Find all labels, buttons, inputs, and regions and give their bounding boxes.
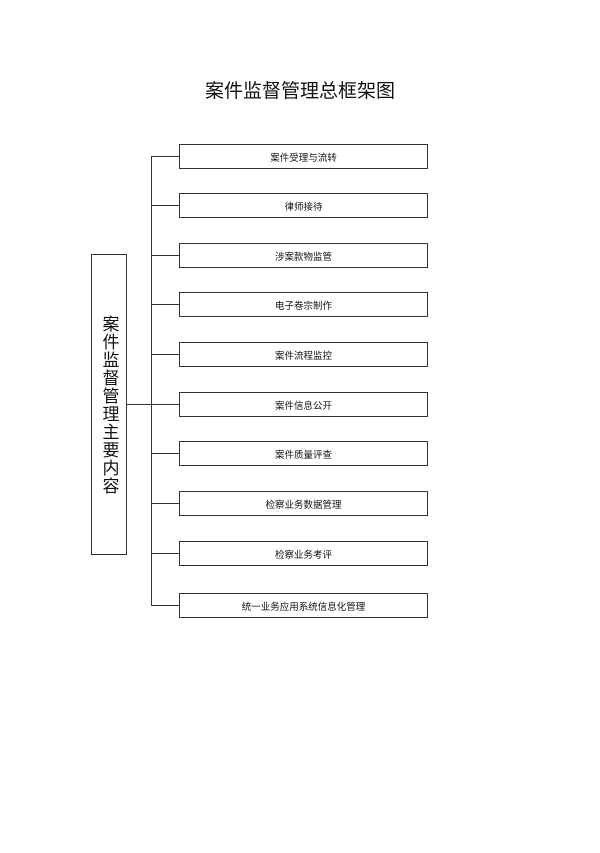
child-node-label: 案件受理与流转: [270, 152, 337, 164]
child-node-label: 案件流程监控: [274, 350, 332, 362]
branch-connector: [151, 553, 179, 554]
diagram-title: 案件监督管理总框架图: [204, 80, 395, 102]
branch-connector: [151, 205, 179, 206]
child-node: 统一业务应用系统信息化管理: [179, 593, 428, 618]
branch-connector: [151, 404, 179, 405]
child-node: 案件质量评查: [179, 441, 428, 466]
branch-connector: [151, 255, 179, 256]
child-node: 案件信息公开: [179, 392, 428, 417]
child-node: 案件流程监控: [179, 342, 428, 367]
child-node: 案件受理与流转: [179, 144, 428, 169]
child-node-label: 统一业务应用系统信息化管理: [241, 601, 366, 613]
child-node-label: 涉案款物监管: [274, 251, 332, 263]
child-node: 涉案款物监管: [179, 243, 428, 268]
child-node-label: 电子卷宗制作: [274, 300, 332, 312]
branch-connector: [151, 304, 179, 305]
root-node-label: 案件监督管理主要内容: [98, 314, 119, 495]
branch-connector: [151, 156, 179, 157]
child-node-label: 案件质量评查: [274, 449, 332, 461]
child-node-label: 检察业务数据管理: [265, 499, 342, 511]
child-node: 检察业务数据管理: [179, 491, 428, 516]
branch-connector: [151, 605, 179, 606]
child-node: 律师接待: [179, 193, 428, 218]
branch-connector: [151, 453, 179, 454]
root-node: 案件监督管理主要内容: [91, 254, 127, 555]
child-node: 检察业务考评: [179, 541, 428, 566]
child-node-label: 律师接待: [284, 201, 323, 213]
child-node-label: 案件信息公开: [274, 400, 332, 412]
trunk-line: [151, 156, 152, 606]
child-node: 电子卷宗制作: [179, 292, 428, 317]
root-connector: [126, 404, 151, 405]
branch-connector: [151, 503, 179, 504]
child-node-label: 检察业务考评: [274, 549, 332, 561]
branch-connector: [151, 354, 179, 355]
